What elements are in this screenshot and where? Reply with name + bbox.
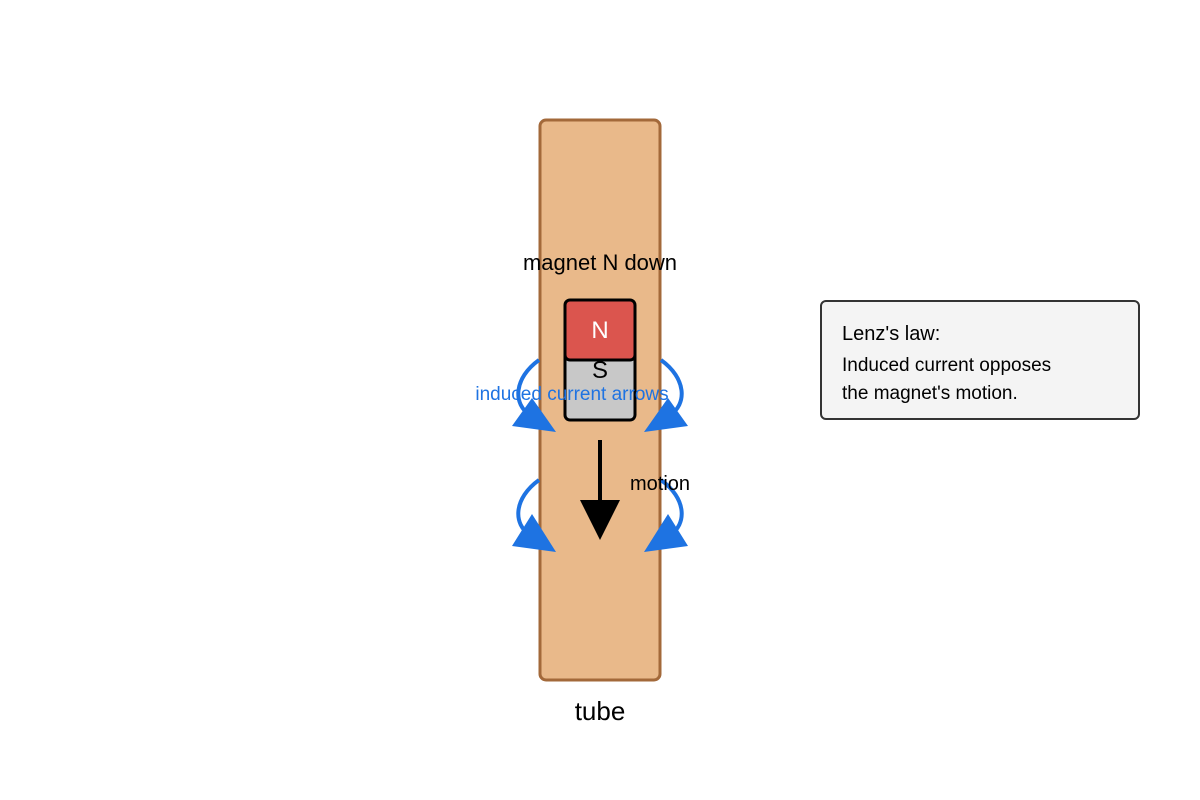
induced-current-arrow-lower-right xyxy=(644,478,688,552)
tube-label: tube xyxy=(575,696,626,726)
magnet-north-pole xyxy=(563,298,637,362)
info-line-1: Induced current opposes xyxy=(842,355,1052,376)
induced-current-arrow-upper-left xyxy=(512,358,556,432)
south-pole-label: S xyxy=(592,357,608,384)
info-line-2: the magnet's motion. xyxy=(842,383,1018,404)
north-pole-label: N xyxy=(591,317,608,344)
info-title: Lenz's law: xyxy=(842,323,941,345)
induced-current-label: induced current arrows xyxy=(475,384,668,405)
induced-current-arrow-lower-left xyxy=(512,478,556,552)
motion-label: motion xyxy=(630,473,690,495)
lenz-law-info-box: Lenz's law: Induced current opposes the … xyxy=(820,300,1140,420)
induced-current-arrow-upper-right xyxy=(644,358,688,432)
magnet: N S xyxy=(563,298,637,422)
motion-arrow xyxy=(580,440,620,540)
magnet-label: magnet N down xyxy=(523,250,677,275)
